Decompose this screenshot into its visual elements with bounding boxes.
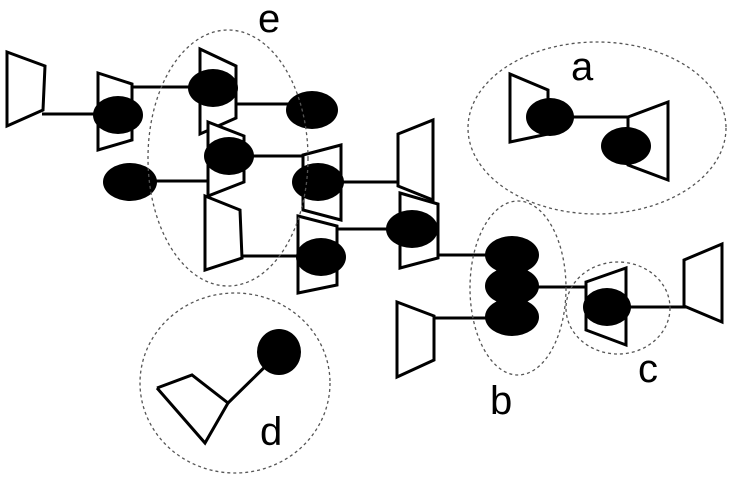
node [103,163,157,201]
trapezoid-shape [396,117,435,203]
node [386,210,438,248]
trapezoid-shape [5,49,47,129]
links [42,85,686,405]
group-c-outline [565,261,671,355]
group-b-outline [469,200,567,376]
node [257,329,301,375]
node [485,298,539,336]
group-labels: e a b c d [258,0,658,454]
group-d-outline [139,292,331,474]
node [583,288,631,326]
group-label-d: d [260,410,282,454]
group-label-e: e [258,0,280,41]
node [485,267,539,305]
group-e-outline [147,29,309,287]
node [93,96,143,134]
trapezoid-shape [682,241,724,325]
group-label-b: b [490,379,512,423]
node [601,127,651,165]
group-label-a: a [571,45,594,89]
node [485,236,539,274]
trapezoid-shape [203,193,244,273]
node [204,137,254,175]
node [296,238,346,276]
bent-link-shape [155,373,230,446]
node [188,69,238,107]
node [526,98,574,136]
trapezoid-shape [395,299,436,380]
node [286,91,338,129]
nodes [93,69,651,375]
group-a-outline [467,41,727,215]
node [292,163,344,201]
group-outlines [139,29,727,474]
group-label-c: c [638,347,658,391]
